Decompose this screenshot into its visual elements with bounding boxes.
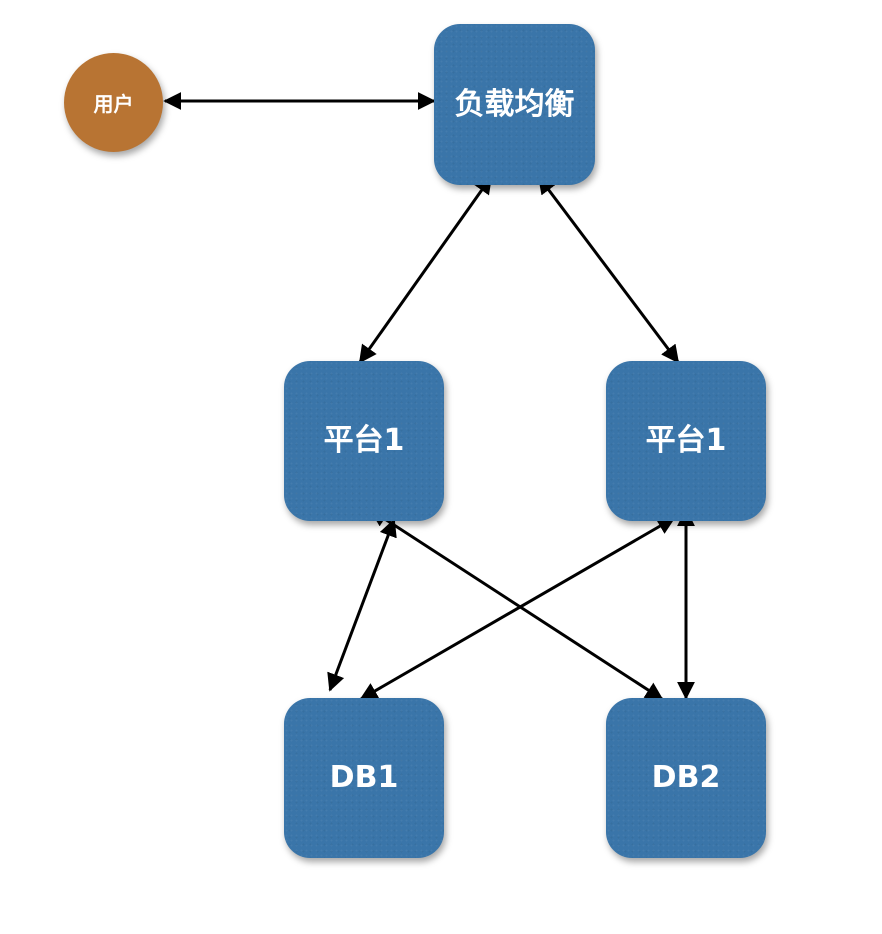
platform-right-node-label: 平台1 [645,423,727,458]
db1-node-label: DB1 [329,760,399,795]
db1-node[interactable]: DB1 [284,698,444,858]
platform-left-node-label: 平台1 [323,423,405,458]
platform-right-node[interactable]: 平台1 [606,361,766,521]
load-balancer-node[interactable]: 负载均衡 [434,24,595,185]
edge-loadbalancer-platform-right [537,175,680,364]
load-balancer-node-label: 负载均衡 [454,86,575,122]
db2-node[interactable]: DB2 [606,698,766,858]
platform-left-node[interactable]: 平台1 [284,361,444,521]
edge-platform-left-db1 [327,518,397,692]
edge-loadbalancer-platform-left [358,175,493,364]
edge-platform-right-db1 [359,516,676,701]
user-node[interactable]: 用户 [64,53,163,152]
edge-platform-left-db2 [369,508,664,701]
user-node-label: 用户 [93,92,134,116]
db2-node-label: DB2 [651,760,721,795]
